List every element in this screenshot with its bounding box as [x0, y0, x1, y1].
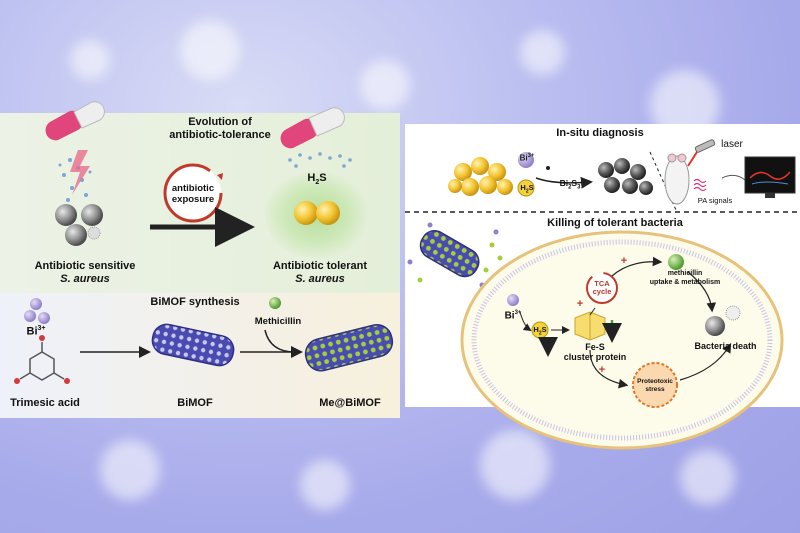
bacterial-membrane [471, 239, 773, 441]
antibiotic-exposure-loop [163, 163, 223, 223]
evolution-title: Evolution of antibiotic-tolerance [145, 116, 295, 142]
tca-cycle-label: TCA cycle [587, 280, 617, 296]
tca-methicillin-arrow [611, 256, 663, 277]
tca-line2: cycle [592, 287, 612, 296]
fes-line1: Fe-S [585, 342, 605, 352]
bi-ion-dot [38, 312, 50, 324]
me-bimof-nanorod [304, 324, 394, 372]
laser-probe-icon [687, 139, 716, 167]
bokeh-light [70, 40, 110, 80]
killing-title: Killing of tolerant bacteria [547, 217, 683, 229]
pa-signal-waves [693, 178, 707, 192]
h2s-label: H2S [520, 183, 534, 195]
bi2s3-dot [546, 166, 550, 170]
signal-cable [721, 174, 746, 181]
antibiotic-exposure-label: antibiotic exposure [163, 183, 223, 205]
diagnosis-arrow [535, 176, 593, 189]
plus-sign: + [576, 298, 584, 310]
dark-bacteria-cluster [598, 158, 653, 195]
methicillin-dot [269, 297, 281, 309]
bi2s3-label: Bi2S3 [559, 178, 581, 191]
bokeh-light [100, 440, 160, 500]
proteotoxic-stress-icon [632, 362, 678, 408]
prot-line2: stress [645, 385, 665, 393]
loading-curve [264, 329, 296, 353]
bimof-synthesis-title: BiMOF synthesis [150, 296, 240, 308]
bokeh-light [520, 30, 565, 75]
lightning-icon [70, 150, 90, 195]
antibiotic-exposure-line1: antibiotic [171, 183, 215, 194]
proteotoxic-stress-label: Proteotoxic stress [625, 378, 685, 393]
bokeh-light [360, 60, 410, 110]
methicillin-dot [668, 254, 684, 270]
pa-signals-label: PA signals [697, 196, 733, 205]
trimesic-acid-structure [14, 335, 70, 384]
methicillin-uptake-label: methicillin uptake & metabolism [640, 270, 730, 287]
me-bimof-label: Me@BiMOF [319, 397, 381, 409]
trimesic-acid-label: Trimesic acid [10, 397, 80, 409]
pill-capsule-left [45, 101, 105, 141]
pill-capsule-right [280, 107, 345, 149]
bacteria-death-label: Bacteria death [694, 341, 757, 351]
meth-line2: uptake & metabolism [649, 278, 721, 286]
monitor-icon [744, 156, 796, 198]
bi-ion-dot [30, 298, 42, 310]
bokeh-light [480, 430, 550, 500]
stress-death-arrow [679, 342, 732, 381]
sensitive-species: S. aureus [60, 273, 110, 285]
evolution-title-line2: antibiotic-tolerance [169, 129, 271, 141]
bimof-label: BiMOF [177, 397, 213, 409]
bokeh-light [300, 460, 350, 510]
bi-ion-dot [24, 310, 36, 322]
antibiotic-sensitive-label: Antibiotic sensitive S. aureus [10, 260, 160, 286]
antibiotic-exposure-line2: exposure [171, 194, 215, 205]
h2s-molecule [517, 179, 535, 197]
bi-ion-dot [507, 294, 519, 306]
uptake-death-arrow [687, 271, 717, 313]
mouse-icon [664, 153, 690, 205]
bi3-label: Bi3+ [519, 153, 535, 163]
bacteria-cluster-sensitive [55, 204, 103, 246]
nanorod-release [407, 222, 503, 288]
tolerant-line1: Antibiotic tolerant [272, 260, 368, 272]
zoom-line [649, 151, 677, 211]
plus-sign: + [598, 364, 606, 376]
fes-proteotoxic-arrow [589, 349, 629, 389]
bi-ion-dot [518, 152, 534, 168]
in-situ-diagnosis-title: In-situ diagnosis [556, 127, 644, 139]
prot-line1: Proteotoxic [637, 378, 673, 385]
bokeh-light [180, 20, 240, 80]
sensitive-line1: Antibiotic sensitive [34, 260, 136, 272]
bimof-nanorod [151, 323, 235, 367]
h2s-label: H2S [533, 325, 547, 337]
tca-link [589, 307, 596, 316]
bacteria-cluster-tolerant [294, 201, 340, 225]
fes-cluster-label: Fe-S cluster protein [555, 342, 635, 362]
fes-line2: cluster protein [563, 352, 627, 362]
tca-line1: TCA [594, 279, 610, 288]
meth-line1: methicillin [667, 270, 703, 277]
plus-sign: + [620, 255, 628, 267]
tca-cycle-icon [586, 272, 618, 304]
fes-cluster-cube [574, 311, 606, 341]
h2s-label: H2S [307, 172, 327, 187]
gold-bacteria-cluster [448, 157, 513, 196]
drug-particles-blocked [288, 152, 352, 168]
methicillin-label: Methicillin [254, 316, 302, 327]
bokeh-light [680, 450, 735, 505]
bi3-label: Bi3+ [26, 325, 46, 338]
evolution-title-line1: Evolution of [188, 116, 252, 128]
laser-label: laser [721, 139, 743, 150]
tolerant-species: S. aureus [295, 273, 345, 285]
bi3-label: Bi3+ [504, 310, 522, 322]
antibiotic-tolerant-label: Antibiotic tolerant S. aureus [250, 260, 390, 286]
dead-bacterium [705, 305, 741, 336]
bi-h2s-arrow [519, 311, 532, 332]
